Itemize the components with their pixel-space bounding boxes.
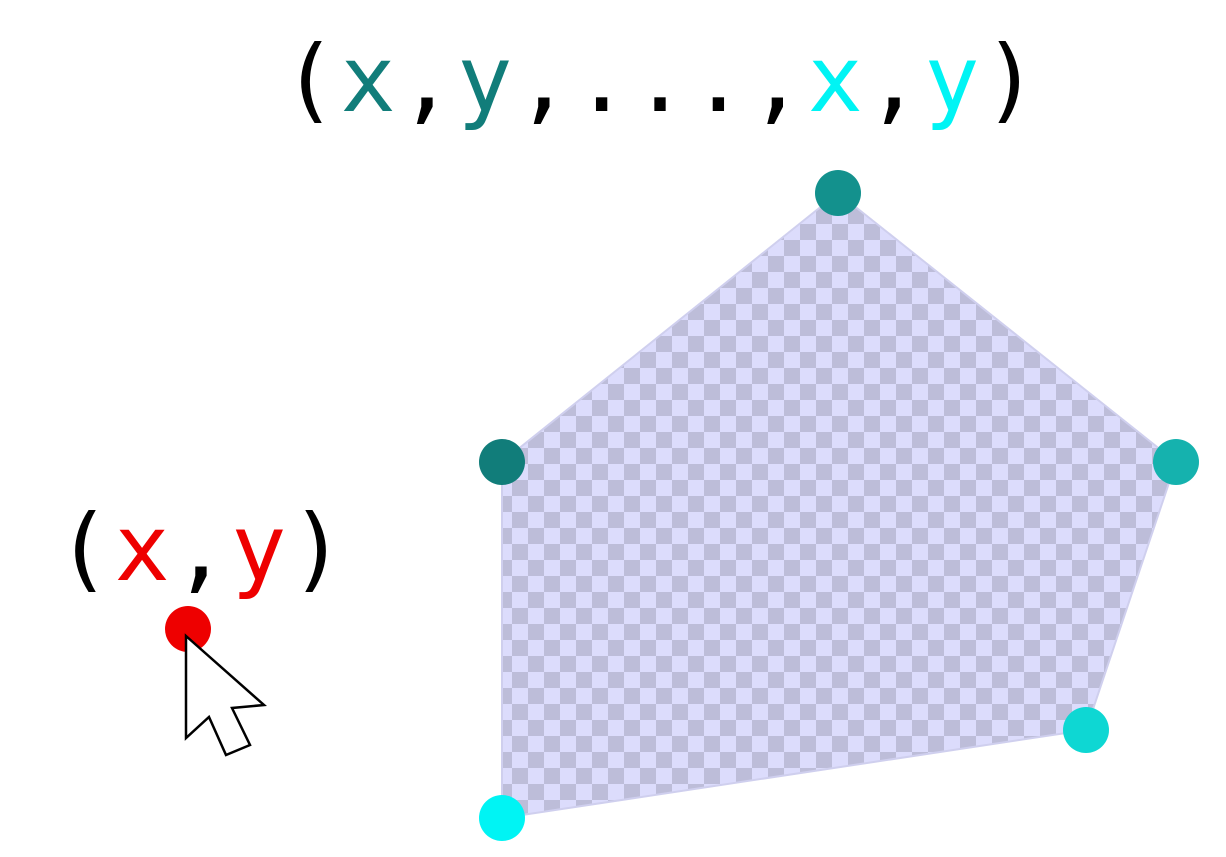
close-paren: ) xyxy=(982,26,1042,133)
polygon-coordinates-formula: (x,y,...,x,y) xyxy=(282,34,1041,126)
open-paren: ( xyxy=(56,495,115,602)
selection-polygon[interactable] xyxy=(501,192,1177,819)
polygon-vertex-top[interactable] xyxy=(815,170,861,216)
close-paren: ) xyxy=(289,495,348,602)
open-paren: ( xyxy=(282,26,341,133)
clicked-point[interactable] xyxy=(165,606,211,652)
polygon-vertex-first[interactable] xyxy=(479,439,525,485)
polygon-vertex-right[interactable] xyxy=(1153,439,1199,485)
comma: , xyxy=(398,26,458,133)
point-x: x xyxy=(114,495,173,602)
polygon-vertex-last[interactable] xyxy=(479,795,525,841)
first-y: y xyxy=(457,26,516,133)
last-x: x xyxy=(807,26,866,133)
point-y: y xyxy=(231,495,290,602)
last-y: y xyxy=(924,26,983,133)
ellipsis: ,..., xyxy=(515,26,808,133)
polygon-vertex-lower-right[interactable] xyxy=(1063,707,1109,753)
comma: , xyxy=(172,495,232,602)
first-x: x xyxy=(340,26,399,133)
comma: , xyxy=(865,26,925,133)
point-coordinates-formula: (x,y) xyxy=(56,503,348,595)
cursor-icon xyxy=(184,633,267,757)
